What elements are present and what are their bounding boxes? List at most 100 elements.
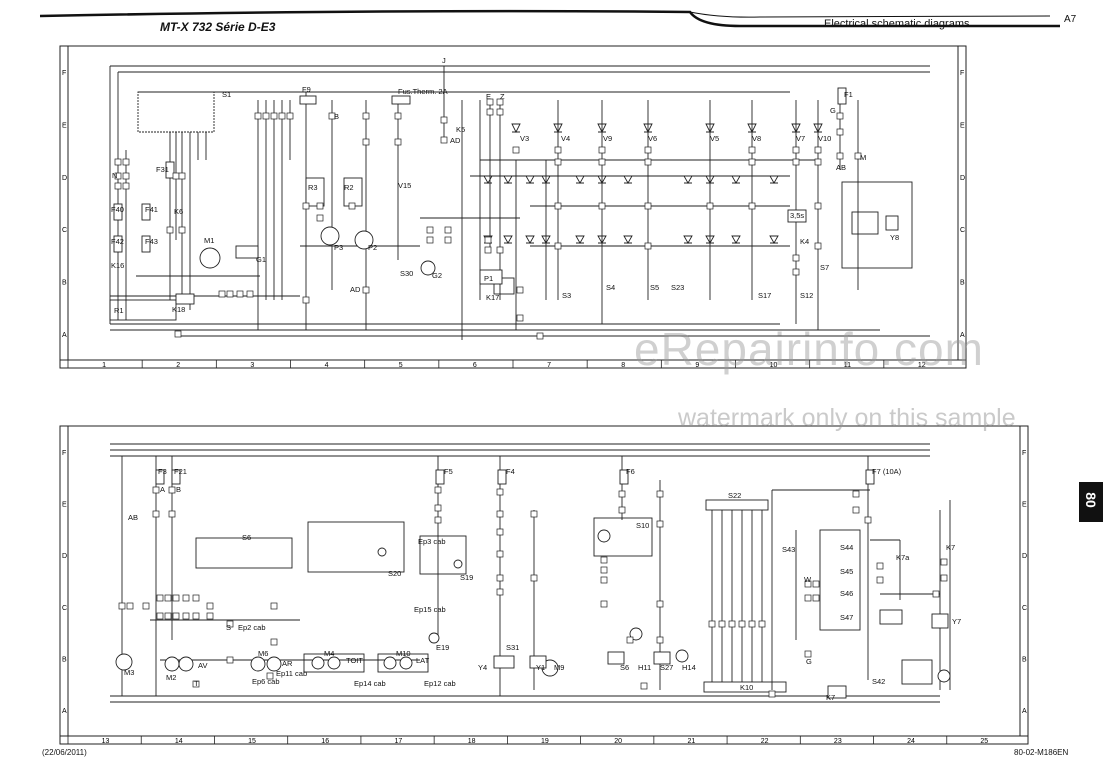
component-label: P2 [368, 243, 377, 252]
component-label: Y8 [890, 233, 899, 242]
connector-pin [496, 246, 504, 254]
component-label: M [860, 153, 866, 162]
connector-pin [804, 594, 812, 602]
diode-symbol [623, 175, 633, 184]
column-number: 5 [399, 362, 403, 369]
component-label: AD [350, 285, 361, 294]
diode-symbol [503, 235, 513, 244]
connector-pin [626, 636, 634, 644]
component-label: K4 [800, 237, 809, 246]
component-label: S30 [400, 269, 413, 278]
component-label: Ep2 cab [238, 623, 266, 632]
row-letter: B [960, 280, 965, 287]
row-letter: F [960, 70, 964, 77]
component-label: N [112, 171, 117, 180]
component-label: V4 [561, 134, 570, 143]
connector-pin [286, 112, 294, 120]
section-tab: 80 [1079, 482, 1103, 522]
connector-pin [708, 620, 716, 628]
row-letter: C [62, 227, 67, 234]
connector-pin [600, 556, 608, 564]
connector-pin [718, 620, 726, 628]
column-number: 2 [176, 362, 180, 369]
component-label: S12 [800, 291, 813, 300]
connector-pin [114, 172, 122, 180]
row-letter: D [62, 553, 67, 560]
connector-pin [426, 236, 434, 244]
connector-pin [792, 254, 800, 262]
frame-bottom [59, 425, 1029, 745]
diodes-top [483, 123, 823, 244]
component-label: TOIT [346, 656, 363, 665]
connector-pin [178, 172, 186, 180]
component-label: S46 [840, 589, 853, 598]
diode-symbol [813, 123, 823, 134]
column-number: 18 [468, 738, 476, 745]
connector-pin [206, 602, 214, 610]
connector-pin [496, 108, 504, 116]
component-label: K17 [486, 293, 499, 302]
component-label: M1 [204, 236, 214, 245]
connector-pin [748, 620, 756, 628]
connector-pin [316, 214, 324, 222]
connector-pin [484, 236, 492, 244]
row-letter: C [1022, 605, 1027, 612]
connector-pin [226, 620, 234, 628]
connector-pin [254, 112, 262, 120]
connector-pin [218, 290, 226, 298]
column-number: 10 [770, 362, 778, 369]
component-label: Ep3 cab [418, 537, 446, 546]
connector-pin [496, 550, 504, 558]
column-number: 9 [695, 362, 699, 369]
connector-pin [496, 528, 504, 536]
component-label: M9 [554, 663, 564, 672]
row-letter: F [1022, 450, 1026, 457]
diode-symbol [553, 123, 563, 134]
component-label: S44 [840, 543, 853, 552]
diode-symbol [643, 123, 653, 134]
connector-pin [434, 504, 442, 512]
component-label: E [486, 92, 491, 101]
connector-pin [172, 594, 180, 602]
connector-pin [554, 202, 562, 210]
component-label: G [830, 106, 836, 115]
component-label: V5 [710, 134, 719, 143]
component-label: R3 [308, 183, 318, 192]
wiring-top [109, 65, 930, 340]
connector-pin [814, 146, 822, 154]
row-letter: F [62, 450, 66, 457]
connector-pin [554, 158, 562, 166]
diode-symbol [597, 175, 607, 184]
connector-pin [226, 656, 234, 664]
component-label: V7 [796, 134, 805, 143]
connector-pin [940, 574, 948, 582]
connector-pin [172, 612, 180, 620]
connector-pin [262, 112, 270, 120]
row-letter: B [62, 280, 67, 287]
column-number: 1 [102, 362, 106, 369]
connector-pin [444, 226, 452, 234]
diode-symbol [503, 175, 513, 184]
diode-symbol [483, 175, 493, 184]
connector-pin [618, 506, 626, 514]
component-label: H11 [638, 663, 651, 672]
connector-pin [598, 202, 606, 210]
diode-symbol [683, 175, 693, 184]
component-label: K18 [172, 305, 185, 314]
frame-top [59, 45, 967, 369]
connector-pin [516, 314, 524, 322]
component-label: G1 [256, 255, 266, 264]
component-label: Ep14 cab [354, 679, 386, 688]
connector-pin [804, 580, 812, 588]
component-label: T [194, 679, 199, 688]
diode-symbol [791, 123, 801, 134]
component-label: S31 [506, 643, 519, 652]
connector-pin [748, 202, 756, 210]
connector-pin [748, 146, 756, 154]
column-number: 25 [980, 738, 988, 745]
connector-pin [226, 290, 234, 298]
column-number: 6 [473, 362, 477, 369]
